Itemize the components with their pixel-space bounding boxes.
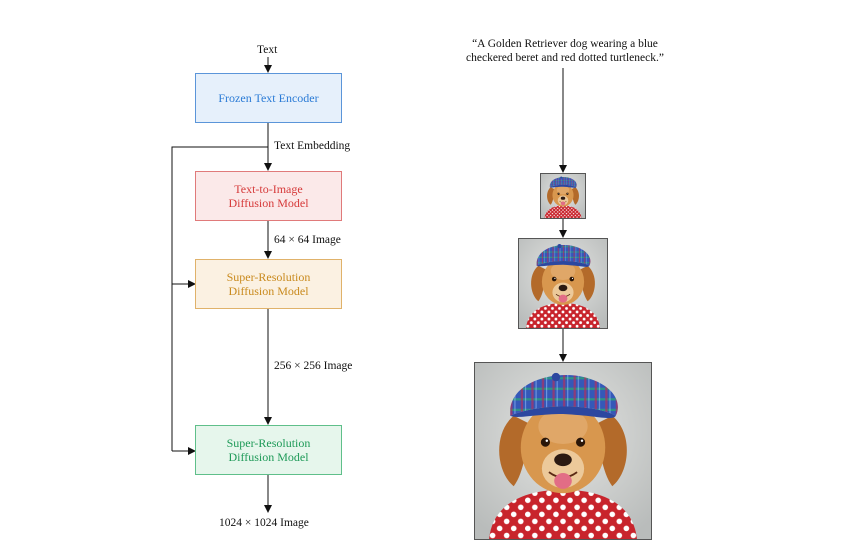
golden-retriever-illustration (475, 363, 651, 539)
encoder-label: Frozen Text Encoder (218, 91, 319, 105)
dog-image-64 (540, 173, 586, 219)
golden-retriever-illustration (519, 239, 607, 328)
sr2-line1: Super-Resolution (226, 436, 311, 450)
base-model-line2: Diffusion Model (228, 196, 309, 210)
super-resolution-box-1: Super-Resolution Diffusion Model (195, 259, 342, 309)
sr2-line2: Diffusion Model (228, 450, 309, 464)
golden-retriever-illustration (541, 174, 585, 218)
dog-image-256 (518, 238, 608, 329)
super-resolution-box-2: Super-Resolution Diffusion Model (195, 425, 342, 475)
edge-256-label: 256 × 256 Image (274, 360, 353, 372)
prompt-line-1: “A Golden Retriever dog wearing a blue (472, 38, 658, 50)
base-model-line1: Text-to-Image (234, 182, 303, 196)
text-to-image-diffusion-box: Text-to-Image Diffusion Model (195, 171, 342, 221)
input-text-label: Text (257, 44, 278, 56)
prompt-text: “A Golden Retriever dog wearing a blue c… (440, 37, 690, 65)
dog-image-1024 (474, 362, 652, 540)
embedding-side-line (171, 146, 268, 451)
prompt-line-2: checkered beret and red dotted turtlenec… (466, 52, 664, 64)
frozen-text-encoder-box: Frozen Text Encoder (195, 73, 342, 123)
sr1-line2: Diffusion Model (228, 284, 309, 298)
text-embedding-label: Text Embedding (274, 140, 351, 152)
edge-64-label: 64 × 64 Image (274, 234, 341, 246)
output-1024-label: 1024 × 1024 Image (219, 517, 309, 529)
sr1-line1: Super-Resolution (226, 270, 311, 284)
